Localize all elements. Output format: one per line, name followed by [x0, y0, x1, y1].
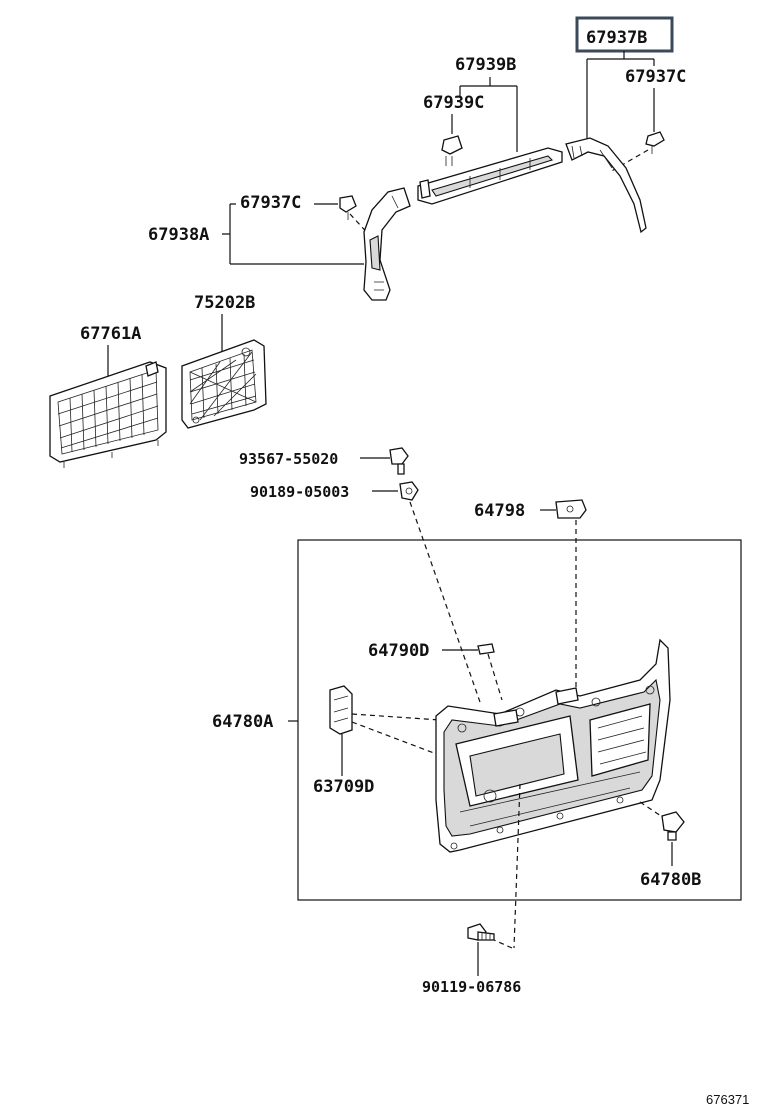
label-67937C-right[interactable]: 67937C — [625, 67, 686, 87]
label-90119-06786[interactable]: 90119-06786 — [422, 978, 521, 996]
label-67937C-left[interactable]: 67937C — [240, 193, 301, 213]
label-93567-55020[interactable]: 93567-55020 — [239, 450, 338, 468]
clip-67939C — [441, 135, 463, 166]
label-64790D[interactable]: 64790D — [368, 641, 429, 661]
label-67938A[interactable]: 67938A — [148, 225, 209, 245]
clip-64798 — [555, 499, 587, 519]
label-90189-05003[interactable]: 90189-05003 — [250, 483, 349, 501]
label-64798[interactable]: 64798 — [474, 501, 525, 521]
grille-75202B — [181, 339, 267, 429]
clip-64790D — [477, 643, 495, 655]
pillar-garnish-left — [363, 187, 411, 301]
label-67939B[interactable]: 67939B — [455, 55, 516, 75]
back-door-trim-board — [435, 638, 671, 853]
label-63709D[interactable]: 63709D — [313, 777, 374, 797]
reference-number: 676371 — [706, 1092, 749, 1107]
clip-90189-05003 — [399, 481, 419, 501]
screw-90119-06786 — [467, 923, 495, 941]
callout-67937B[interactable]: 67937B — [575, 16, 674, 53]
label-67761A[interactable]: 67761A — [80, 324, 141, 344]
pillar-garnish-right — [565, 137, 647, 234]
clip-64780B — [661, 811, 685, 841]
header-garnish-center — [417, 147, 563, 205]
bolt-93567-55020 — [389, 447, 409, 475]
label-67937B: 67937B — [586, 28, 647, 48]
label-75202B[interactable]: 75202B — [194, 293, 255, 313]
assembly-frame — [297, 539, 742, 901]
bracket-63709D — [329, 685, 353, 735]
label-67939C[interactable]: 67939C — [423, 93, 484, 113]
label-64780A[interactable]: 64780A — [212, 712, 273, 732]
label-64780B[interactable]: 64780B — [640, 870, 701, 890]
grille-67761A — [49, 361, 167, 468]
